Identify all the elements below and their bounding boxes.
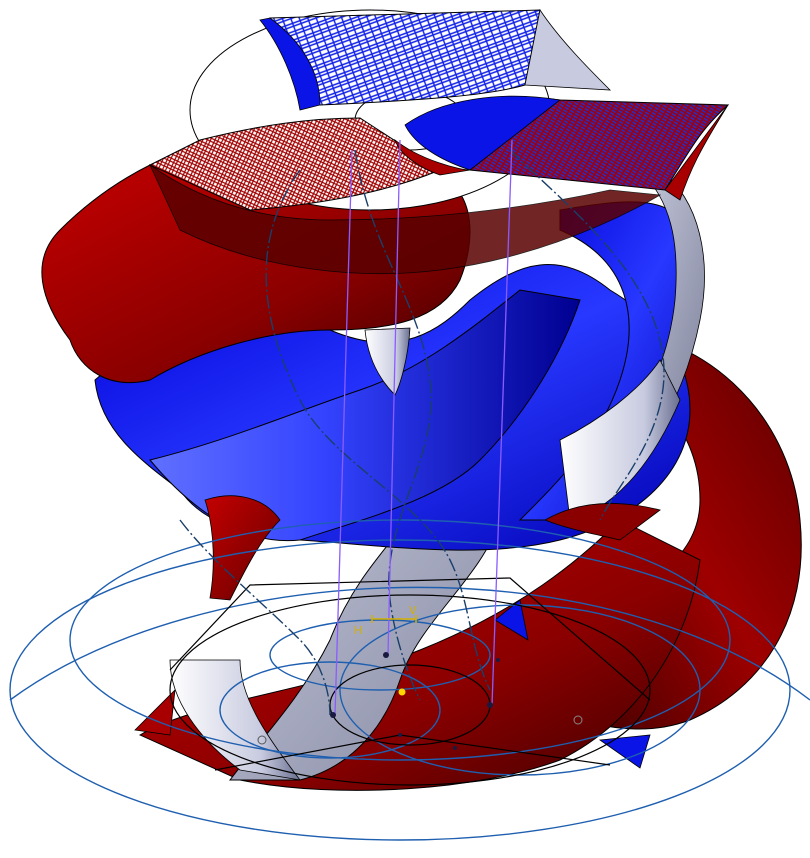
top-red-wing-right[interactable] [664,104,729,201]
red-petal-left[interactable] [204,495,281,601]
top-blue-face[interactable] [524,8,612,91]
helix-guide-curves[interactable] [179,149,665,716]
red-tab-left[interactable] [134,688,176,736]
axis-h-label: H [354,624,362,637]
target-marker-left[interactable] [257,735,267,745]
violet-guides[interactable] [334,139,513,716]
top-blue-section[interactable] [269,9,541,106]
red-petal-mid[interactable] [544,503,661,541]
blue-tab-right[interactable] [598,734,651,769]
target-marker-right[interactable] [573,715,583,725]
sketch-points[interactable] [330,652,500,750]
top-blue-wedge[interactable] [404,95,561,171]
sketch-axis[interactable]: H V [354,604,417,637]
axis-v-label: V [409,604,417,617]
blue-swirl-front[interactable] [149,289,581,542]
origin-point[interactable] [398,688,406,696]
top-red-wedge[interactable] [394,138,471,176]
top-blue-rim[interactable] [259,17,321,111]
white-slit[interactable] [364,327,411,396]
blue-tab-center[interactable] [494,599,529,641]
red-underside[interactable] [149,163,662,275]
